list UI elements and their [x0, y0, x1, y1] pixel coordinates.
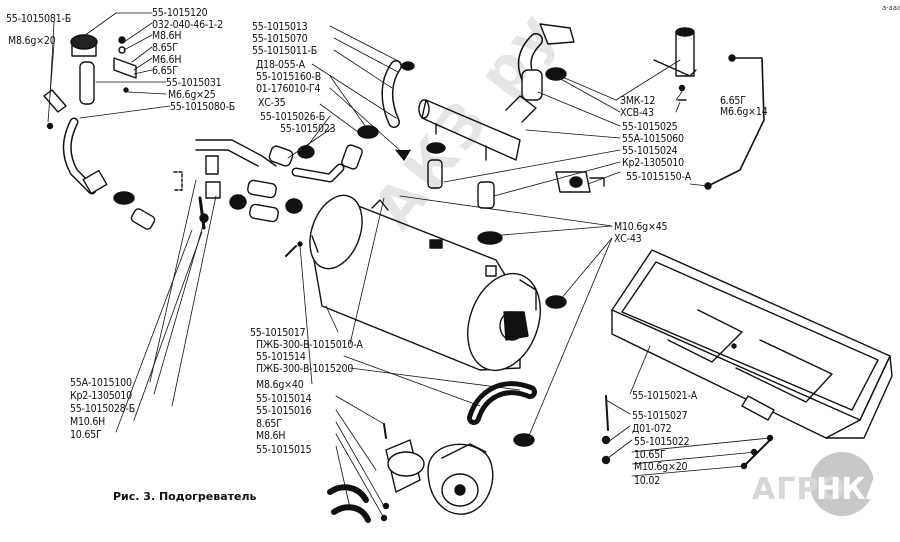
- label-part: 55-1015024: [622, 145, 678, 157]
- label-part: ХС-35: [258, 97, 286, 109]
- label-part: 8.65Г: [152, 42, 178, 54]
- label-part: 55-1015013: [252, 21, 308, 33]
- label-part: ПЖБ-300-В-1015010-А: [256, 339, 363, 351]
- label-part: 55-1015014: [256, 393, 312, 405]
- label-part: ХСВ-43: [620, 107, 654, 119]
- label-part: Кр2-1305010: [622, 157, 684, 169]
- label-part: 55А-1015060: [622, 133, 684, 145]
- label-part: 10.02: [634, 475, 661, 487]
- label-part: М8.6Н: [256, 430, 286, 442]
- label-part: 55-1015017: [250, 327, 306, 339]
- inlet-pipe-assembly: [43, 34, 156, 230]
- label-part: 10.65Г: [634, 449, 666, 461]
- label-part: 6.65Г: [720, 95, 746, 107]
- label-part: М10.6Н: [70, 416, 106, 428]
- label-part: М8.6Н: [152, 30, 182, 42]
- label-part: М6.6g×14: [720, 106, 768, 118]
- label-part: ПЖБ-300-В-1015200: [256, 363, 354, 375]
- label-part: М6.6Н: [152, 54, 182, 66]
- mounting-bracket: [113, 36, 137, 93]
- label-part: 55-1015120: [152, 7, 208, 19]
- label-part: 55-1015021-А: [632, 390, 697, 402]
- body-clamp: [545, 295, 567, 309]
- drain-valve: [555, 171, 605, 193]
- label-part: М10.6g×45: [614, 221, 668, 233]
- label-part: 55-1015026-Б: [260, 111, 325, 123]
- label-part: 55-1015070: [252, 33, 308, 45]
- label-part: Д18-055-А: [256, 59, 305, 71]
- label-part: 55-1015011-Б: [252, 45, 317, 57]
- label-part: М8.6g×20: [8, 35, 56, 47]
- leader-lines: [47, 12, 771, 519]
- label-part: М8.6g×40: [256, 379, 304, 391]
- label-part: М10.6g×20: [634, 461, 688, 473]
- label-part: 55-1015028-Б: [70, 403, 135, 415]
- label-part: 55-1015025: [622, 121, 678, 133]
- label-part: 55-1015080-Б: [170, 101, 235, 113]
- label-part: 55-1015023: [280, 123, 336, 135]
- heater-body: [309, 194, 541, 372]
- label-part: Д01-072: [632, 423, 672, 435]
- label-part: 55А-1015100: [70, 377, 132, 389]
- label-part: 55-1015031: [166, 77, 222, 89]
- label-part: 8.65Г: [256, 418, 282, 430]
- label-part: 032-040-46-1-2: [152, 19, 223, 31]
- figure-caption: Рис. 3. Подогреватель: [113, 490, 257, 503]
- label-part: 10.65Г: [70, 429, 102, 441]
- logo-text-right: НКА: [816, 472, 889, 507]
- blower-assembly: [327, 423, 494, 523]
- heater-tray: [611, 249, 893, 439]
- label-part: 55-101514: [256, 351, 306, 363]
- label-part: 6.65Г: [152, 65, 178, 77]
- label-part: 01-176010-Г4: [256, 83, 321, 95]
- label-part: ХС-43: [614, 233, 642, 245]
- label-part: ЗМК-12: [620, 95, 656, 107]
- corner-mark: а·ааа: [882, 4, 900, 12]
- label-part: 55-1015150-А: [626, 171, 691, 183]
- corrugated-hose: [467, 381, 537, 447]
- logo-text-left: АГРО: [752, 472, 846, 507]
- label-part: Кр2-1305010: [70, 390, 132, 402]
- label-part: 55-1015022: [634, 436, 690, 448]
- manifold-tube: [418, 95, 537, 245]
- label-part: 55-1015015: [256, 444, 312, 456]
- label-part: М6.6g×25: [168, 89, 216, 101]
- label-part: 55-1015081-Б: [6, 13, 71, 25]
- agronka-logo: АГРО НКА: [752, 452, 889, 532]
- logo-circle: [810, 452, 874, 516]
- label-part: 55-1015027: [632, 410, 688, 422]
- label-part: 55-1015160-В: [256, 71, 321, 83]
- label-part: 55-1015016: [256, 405, 312, 417]
- exhaust-elbow: [517, 23, 575, 101]
- hose-clamps-set: [229, 145, 345, 257]
